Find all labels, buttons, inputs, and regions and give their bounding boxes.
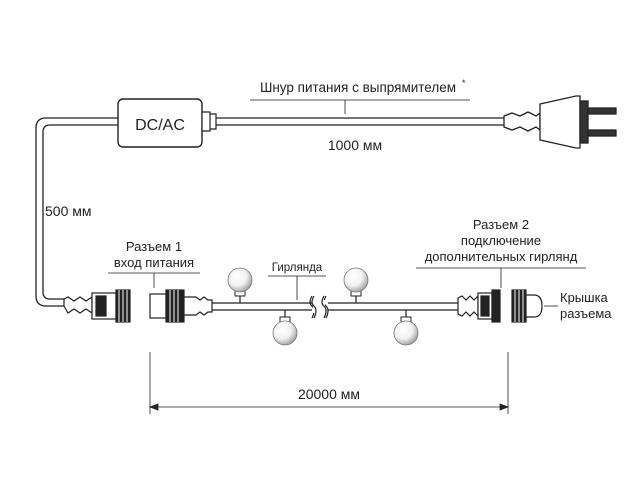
garland-dimension [148,352,510,414]
connector-1 [149,289,213,323]
power-cord [35,117,504,307]
cord-length-label: 1000 мм [328,137,382,153]
connector-2-label-line1: Разъем 2 [473,217,529,232]
garland-length-label: 20000 мм [298,386,360,402]
connector-2-label-line2: подключение [461,233,541,248]
bulb-icon [393,310,419,346]
connector-2-label-line3: дополнительных гирлянд [425,249,578,264]
connector-2 [457,289,501,323]
cap-label-line2: разъема [560,306,612,321]
cap-label-line1: Крышка [560,290,609,305]
connector-1-label-line1: Разъем 1 [126,239,182,254]
dc-ac-converter: DC/AC [117,98,217,148]
lead-connector [63,289,131,323]
power-cord-note: * [462,78,466,88]
lead-length-label: 500 мм [45,203,92,219]
connector-1-label-line2: вход питания [114,255,194,270]
garland-cable [212,302,458,311]
line-break-icon [309,295,329,319]
euro-plug-icon [503,95,617,149]
power-cord-label: Шнур питания с выпрямителем [260,80,456,95]
bulb-icon [343,267,369,303]
converter-label: DC/AC [135,117,185,134]
bulb-icon [227,267,253,303]
garland-label: Гирлянда [272,262,323,274]
bulb-icon [272,310,298,346]
connector-cap [511,289,543,323]
